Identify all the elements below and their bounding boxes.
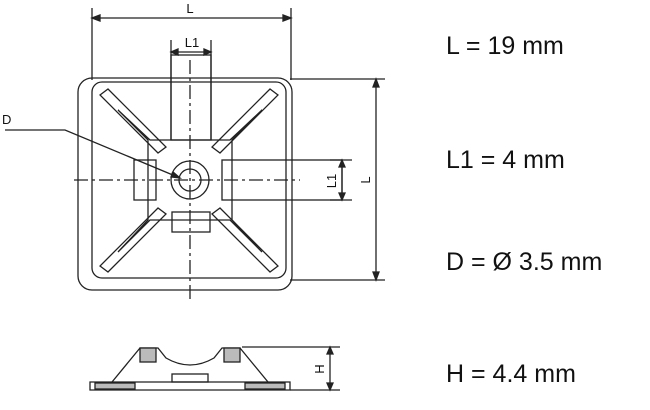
hole-diameter-callout: D [2,112,183,179]
dimension-label-l-right: L [358,176,373,183]
dimension-label-l1-top: L1 [185,35,199,50]
spec-slot-width: L1 = 4 mm [446,146,565,174]
dimension-label-l: L [186,1,193,16]
spec-height: H = 4.4 mm [446,360,576,388]
side-view [89,347,291,391]
right-height-dimension: L [290,77,385,282]
top-width-dimension: L [90,1,293,80]
spec-hole-diameter: D = Ø 3.5 mm [446,248,603,276]
top-slot-dimension: L1 [169,35,213,140]
right-slot-dimension: L1 [324,158,352,202]
spec-length: L = 19 mm [446,32,564,60]
dimension-label-l1-right: L1 [324,174,339,188]
dimension-label-h: H [312,364,327,373]
dimension-label-d: D [2,112,11,127]
plan-view [74,54,343,300]
side-height-dimension: H [242,345,340,392]
